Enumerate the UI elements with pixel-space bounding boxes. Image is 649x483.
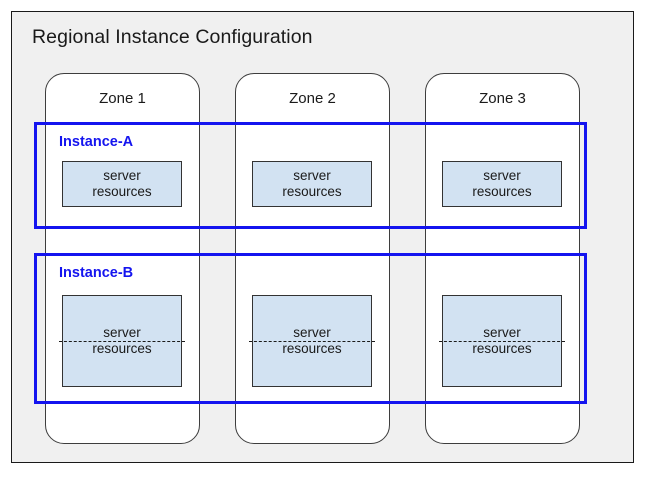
resource-line-2: resources <box>92 184 152 199</box>
resource-line-2: resources <box>282 341 342 356</box>
resource-line-2: resources <box>472 341 532 356</box>
dashed-divider-icon <box>59 341 185 342</box>
zone-label-3: Zone 3 <box>479 90 526 107</box>
diagram-title: Regional Instance Configuration <box>32 26 313 48</box>
resource-box-instance-a-zone-1[interactable]: server resources <box>62 161 182 207</box>
zone-column-2[interactable]: Zone 2 <box>235 73 390 444</box>
resource-box-instance-a-zone-2[interactable]: server resources <box>252 161 372 207</box>
zone-label-1: Zone 1 <box>99 90 146 107</box>
resource-line-1: server <box>103 325 141 340</box>
resource-box-instance-b-zone-1[interactable]: server resources <box>59 295 185 387</box>
dashed-divider-icon <box>249 341 375 342</box>
resource-line-2: resources <box>282 184 342 199</box>
resource-line-1: server <box>483 168 521 183</box>
resource-line-1: server <box>483 325 521 340</box>
resource-line-2: resources <box>472 184 532 199</box>
dashed-divider-icon <box>439 341 565 342</box>
resource-line-2: resources <box>92 341 152 356</box>
resource-box-instance-b-zone-3[interactable]: server resources <box>439 295 565 387</box>
resource-box-instance-b-zone-2[interactable]: server resources <box>249 295 375 387</box>
resource-line-1: server <box>293 325 331 340</box>
resource-box-instance-a-zone-3[interactable]: server resources <box>442 161 562 207</box>
resource-line-1: server <box>293 168 331 183</box>
zone-column-1[interactable]: Zone 1 <box>45 73 200 444</box>
resource-line-1: server <box>103 168 141 183</box>
zone-label-2: Zone 2 <box>289 90 336 107</box>
zone-column-3[interactable]: Zone 3 <box>425 73 580 444</box>
